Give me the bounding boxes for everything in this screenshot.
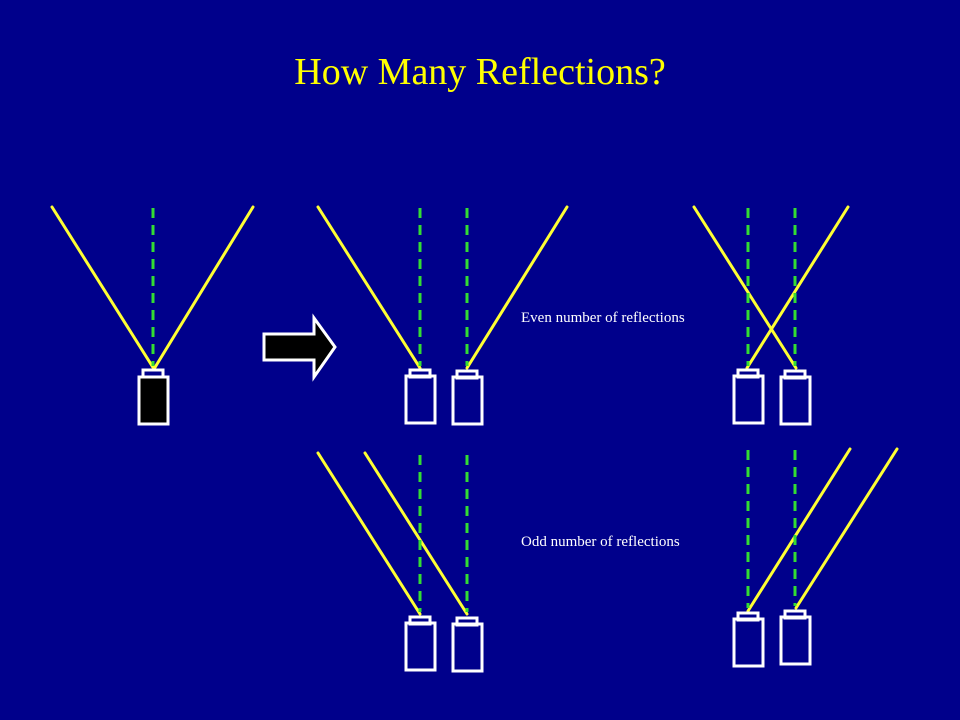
reflection-pair-bottom-right <box>732 447 899 668</box>
reflection-pair-top-right <box>692 205 850 426</box>
mirror-line <box>465 205 569 370</box>
slide-title: How Many Reflections? <box>294 51 666 93</box>
reflection-pair-bottom-middle <box>316 451 484 673</box>
mirror-line <box>316 205 422 370</box>
battery-icon <box>779 609 812 666</box>
battery-icon <box>732 611 765 668</box>
battery-icon <box>404 615 437 672</box>
mirror-line <box>152 205 255 371</box>
battery-icon <box>779 369 812 426</box>
mirror-line <box>50 205 156 371</box>
battery-icon <box>451 369 484 426</box>
battery-icon <box>451 616 484 673</box>
original-setup <box>50 205 255 426</box>
mirror-line <box>746 447 852 613</box>
right-arrow-icon <box>262 313 337 382</box>
battery-icon <box>137 368 170 426</box>
mirror-line <box>794 447 899 610</box>
mirror-line <box>363 451 469 616</box>
reflection-pair-top-middle <box>316 205 569 426</box>
even-reflections-caption: Even number of reflections <box>521 310 685 326</box>
mirror-line <box>745 205 850 370</box>
battery-icon <box>732 368 765 425</box>
battery-icon <box>404 368 437 425</box>
mirror-line <box>316 451 422 616</box>
odd-reflections-caption: Odd number of reflections <box>521 534 680 550</box>
mirror-line <box>692 205 798 370</box>
